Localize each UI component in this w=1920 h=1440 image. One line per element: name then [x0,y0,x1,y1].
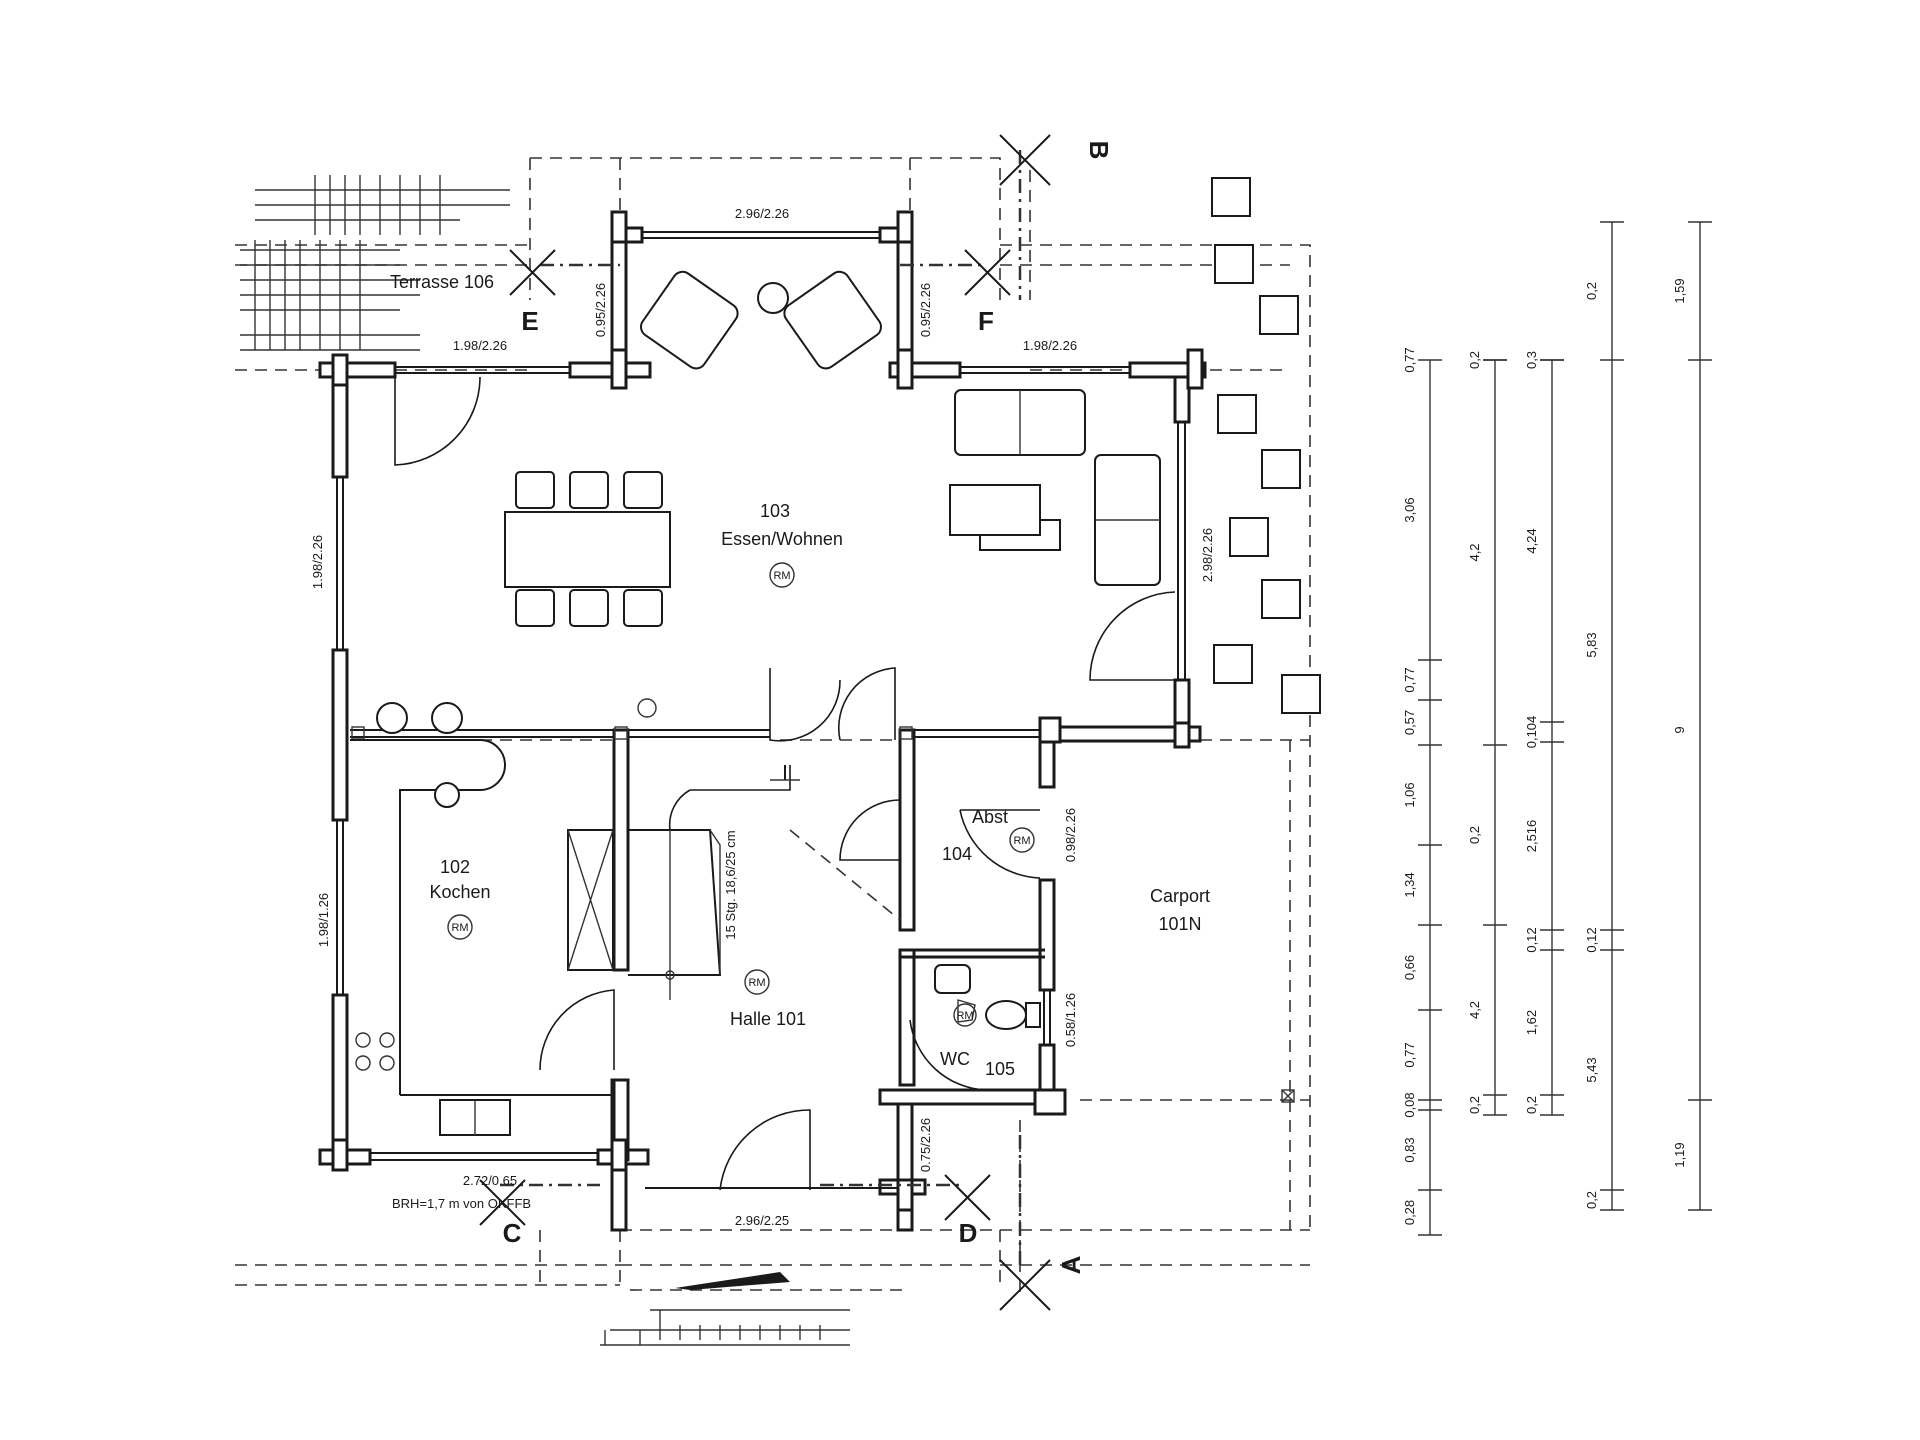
section-mark-d: D [959,1218,978,1248]
kitchen-number: 102 [440,857,470,877]
dim-label: 0,2 [1584,1191,1599,1209]
dim-label: 0,77 [1402,667,1417,692]
doors [394,376,1176,1191]
toilet-icon [985,1000,1041,1030]
dim-label: 3,06 [1402,497,1417,522]
stairs-label: 15 Stg. 18,6/25 cm [723,830,738,939]
fireplace [567,829,614,971]
section-mark-e: E [521,306,538,336]
walls [318,226,1207,1232]
dim-north-left: 1.98/2.26 [453,338,507,353]
dim-label: 0,12 [1584,927,1599,952]
dim-chain-3: 0,2 1,62 0,12 2,516 0,104 4,24 0,3 [1524,351,1539,1114]
dim-label: 4,2 [1467,1001,1482,1019]
svg-text:RM: RM [748,977,765,989]
storage-name: Abst [972,807,1008,827]
living-number: 103 [760,501,790,521]
section-lines [479,134,1051,1311]
dim-label: 0,83 [1402,1137,1417,1162]
section-mark-c: C [503,1218,522,1248]
section-mark-b: B [1084,141,1114,160]
dim-label: 9 [1672,726,1687,733]
dim-label: 0,2 [1584,282,1599,300]
hall-name: Halle 101 [730,1009,806,1029]
cooktop-icon [355,1032,395,1071]
wc-name: WC [940,1049,970,1069]
dimension-chains: 0,28 0,83 0,08 0,77 0,66 1,34 1,06 0,57 0,77 3,06… [1402,221,1712,1236]
dim-label: 0,12 [1524,927,1539,952]
dim-west-lower: 1.98/1.26 [316,893,331,947]
svg-text:RM: RM [451,922,468,934]
dim-chain-5: 1,19 9 1,59 [1672,278,1687,1167]
storage-number: 104 [942,844,972,864]
dim-storage-door: 0.98/2.26 [1063,808,1078,862]
dim-label: 4,2 [1467,543,1482,561]
dim-label: 0,28 [1402,1200,1417,1225]
dim-label: 0,57 [1402,710,1417,735]
dim-right-top-door: 0.95/2.26 [918,283,933,337]
room-labels: Terrasse 106 103 Essen/Wohnen RM 102 Koc… [390,272,1210,1211]
svg-text:RM: RM [773,570,790,582]
dim-label: 1,59 [1672,278,1687,303]
dim-label: 1,19 [1672,1142,1687,1167]
living-name: Essen/Wohnen [721,529,843,549]
carport-name: Carport [1150,886,1210,906]
dim-east-living: 2.98/2.26 [1200,528,1215,582]
svg-text:RM: RM [956,1010,973,1022]
dim-label: 0,2 [1524,1096,1539,1114]
sill-note: BRH=1,7 m von OKFFB [392,1196,531,1211]
kitchen-name: Kochen [429,882,490,902]
dim-left-top-door: 0.95/2.26 [593,283,608,337]
svg-text:RM: RM [1013,835,1030,847]
posts [331,210,1295,1212]
dim-label: 0,3 [1524,351,1539,369]
carport-number: 101N [1158,914,1201,934]
terrace-label: Terrasse 106 [390,272,494,292]
dim-label: 0,77 [1402,347,1417,372]
dim-chain-1: 0,28 0,83 0,08 0,77 0,66 1,34 1,06 0,57 0,77 3,06… [1402,347,1417,1225]
dim-label: 1,34 [1402,872,1417,897]
dim-label: 0,2 [1467,826,1482,844]
dim-label: 2,516 [1524,820,1539,853]
paver-stones [1211,177,1321,714]
staircase [628,765,901,1000]
dim-top-window: 2.96/2.26 [735,206,789,221]
wc-rm-badge: RM [953,1003,977,1027]
section-mark-f: F [978,306,994,336]
dim-west-upper: 1.98/2.26 [310,535,325,589]
dim-label: 1,62 [1524,1010,1539,1035]
storage-rm-badge: RM [1009,827,1035,853]
dim-label: 5,43 [1584,1057,1599,1082]
wc-number: 105 [985,1059,1015,1079]
dim-label: 5,83 [1584,632,1599,657]
dim-label: 0,104 [1524,716,1539,749]
dim-entrance: 2.96/2.25 [735,1213,789,1228]
dim-entrance-right: 0.75/2.26 [918,1118,933,1172]
dim-label: 0,08 [1402,1092,1417,1117]
sink-icon [439,1099,511,1136]
dim-north-right: 1.98/2.26 [1023,338,1077,353]
dim-wc-window: 0.58/1.26 [1063,993,1078,1047]
terrace-hatching [240,175,850,1346]
dim-label: 0,66 [1402,955,1417,980]
furniture [504,270,1161,1290]
dim-south-kitchen: 2.72/0.65 [463,1173,517,1188]
living-rm-badge: RM [769,562,795,588]
dim-label: 1,06 [1402,782,1417,807]
opening-dimensions: 2.96/2.26 0.95/2.26 0.95/2.26 1.98/2.26 … [310,206,1215,1228]
dim-label: 0,2 [1467,351,1482,369]
dim-label: 0,77 [1402,1042,1417,1067]
dim-chain-4: 0,2 5,43 0,12 5,83 0,2 [1584,282,1599,1209]
hall-rm-badge: RM [744,969,770,995]
section-marks: A B C D E F [503,141,1114,1275]
dim-chain-2: 0,2 4,2 0,2 4,2 0,2 [1467,351,1482,1114]
section-mark-a: A [1056,1255,1086,1274]
dim-label: 0,2 [1467,1096,1482,1114]
kitchen-rm-badge: RM [447,914,473,940]
washbasin-icon [934,964,971,994]
kitchen-counter [350,698,657,1136]
dim-label: 4,24 [1524,528,1539,553]
